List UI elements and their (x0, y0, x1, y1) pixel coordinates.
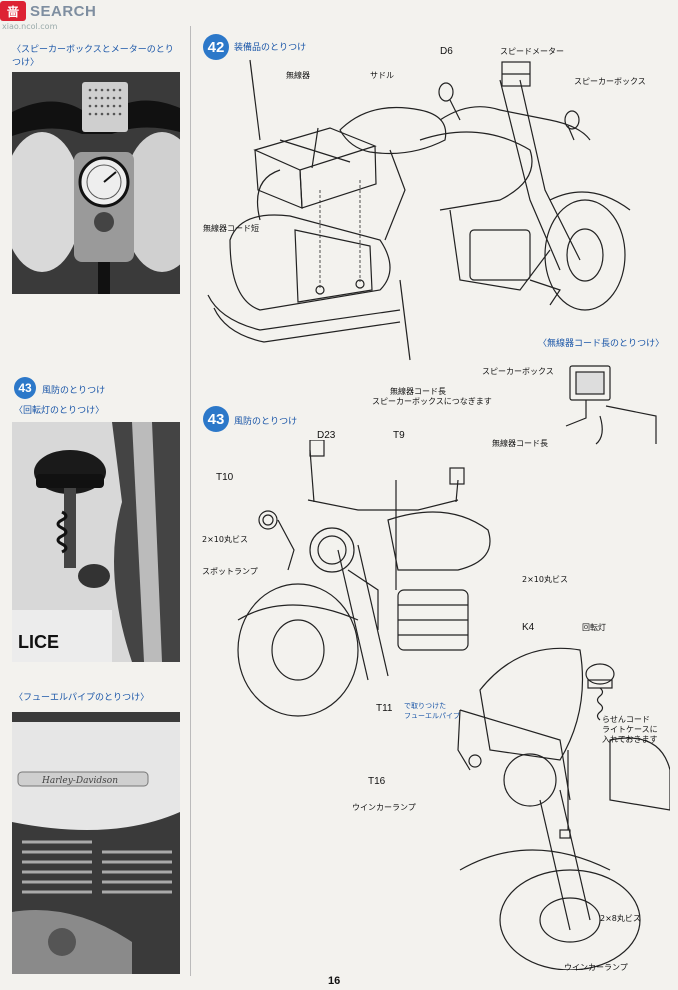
watermark-logo: 啬 (0, 1, 26, 21)
label-radio-cord-short: 無線器コード短 (203, 224, 259, 233)
label-spiral-cord-1: らせんコード (602, 715, 650, 724)
watermark-text: SEARCH (30, 2, 97, 20)
tank-text: Harley-Davidson (41, 776, 118, 786)
label-winker-1: ウインカーランプ (352, 803, 416, 812)
label-t10: T10 (216, 472, 234, 483)
label-winker-2: ウインカーランプ (564, 963, 628, 972)
label-spiral-cord-2: ライトケースに (602, 725, 658, 734)
label-speaker-box-2: スピーカーボックス (482, 367, 554, 376)
label-screw-1: 2×10丸ビス (202, 535, 248, 544)
watermark: 啬 SEARCH xiao.ncol.com (0, 0, 97, 31)
photo-rotating-lamp-image: LICE (12, 422, 180, 662)
step-42-title: 装備品のとりつけ (234, 43, 307, 53)
left-step-43-badge: 43 (14, 377, 36, 399)
photo-speaker-meter-image (12, 72, 180, 294)
label-screw-2: 2×10丸ビス (522, 575, 568, 584)
label-radio-cord-long-note2: スピーカーボックスにつなぎます (372, 397, 492, 406)
caption-speaker-meter: 〈スピーカーボックスとメーターのとりつけ〉 (12, 45, 174, 68)
label-radio-cord-long: 無線器コード長 (492, 439, 548, 448)
label-rotating-lamp: 回転灯 (582, 623, 606, 632)
caption-fuel-pipe: 〈フューエルパイプのとりつけ〉 (14, 693, 150, 703)
step-43-title: 風防のとりつけ (234, 417, 298, 427)
page-number: 16 (328, 975, 341, 987)
note-t11-2: フューエルパイプ (404, 712, 460, 720)
step-43-side-diagram (457, 647, 670, 970)
label-saddle: サドル (370, 71, 394, 80)
column-divider (190, 26, 191, 976)
label-t9: T9 (393, 430, 405, 441)
label-d6: D6 (440, 46, 453, 57)
step-43-front-diagram (237, 440, 491, 717)
label-t16: T16 (368, 776, 386, 787)
label-speedometer: スピードメーター (500, 47, 564, 56)
step-42-badge: 42 (203, 34, 229, 60)
label-speaker-box: スピーカーボックス (574, 77, 646, 86)
speaker-box-inset-diagram (565, 365, 657, 445)
label-spiral-cord-3: 入れておきます (602, 735, 658, 744)
watermark-subtext: xiao.ncol.com (2, 22, 58, 31)
left-step-43-caption: 風防のとりつけ (42, 386, 106, 396)
photo-fuel-pipe: Harley-Davidson (12, 712, 180, 974)
photo-rotating-lamp: LICE (12, 422, 180, 662)
photo-fuel-pipe-image: Harley-Davidson (12, 712, 180, 974)
photo-speaker-meter (12, 72, 180, 294)
title-radio-cord-long: 〈無線器コード長のとりつけ〉 (538, 339, 665, 349)
label-d23: D23 (317, 430, 336, 441)
label-radio: 無線器 (286, 71, 310, 80)
label-spot-lamp: スポットランプ (202, 567, 258, 576)
step-42-diagram (207, 59, 631, 361)
label-t11: T11 (376, 703, 393, 714)
police-text: LICE (18, 632, 59, 652)
caption-rotating-lamp: 〈回転灯のとりつけ〉 (14, 406, 105, 416)
label-screw-3: 2×8丸ビス (600, 914, 641, 923)
note-t11-1: で取りつけた (404, 702, 447, 710)
label-k4: K4 (522, 622, 535, 633)
step-43-badge: 43 (203, 406, 229, 432)
label-radio-cord-long-note1: 無線器コード長 (390, 387, 446, 396)
